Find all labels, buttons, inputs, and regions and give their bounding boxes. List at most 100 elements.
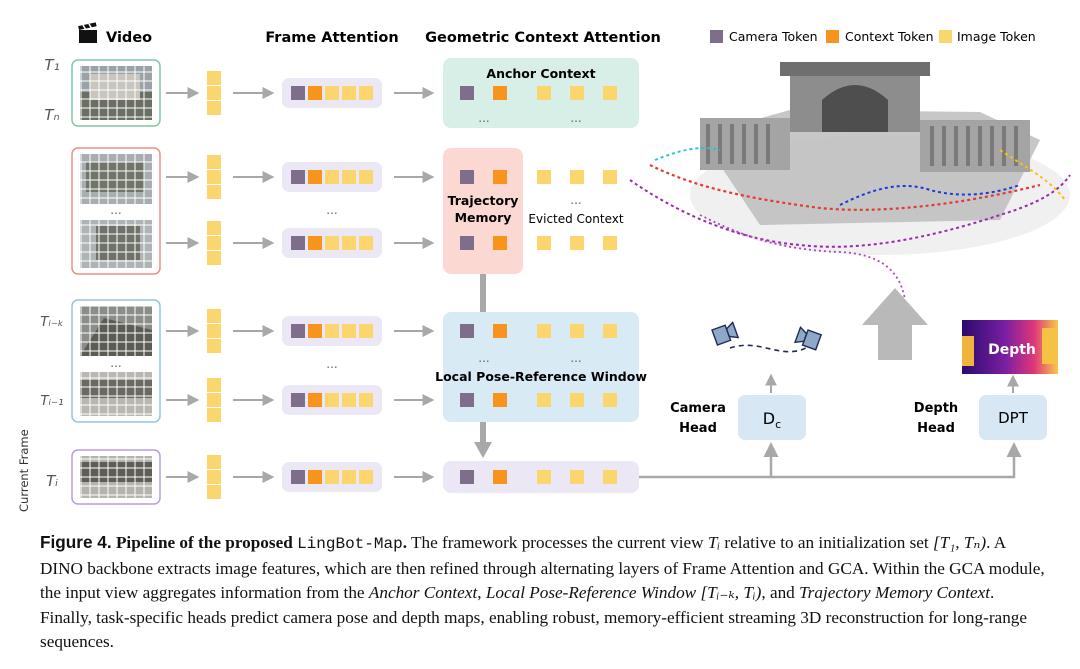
- camera-head-label-1: Camera: [670, 401, 726, 416]
- memory-to-window-connector: [480, 274, 486, 312]
- time-label-tn: Tₙ: [44, 106, 59, 124]
- ellipsis: ...: [326, 203, 337, 217]
- feature-image-token: [207, 251, 221, 265]
- gca-tokens: [460, 86, 617, 407]
- legend-camera-swatch: [710, 30, 723, 43]
- image-token: [603, 393, 617, 407]
- frame-thumbnail: [80, 154, 152, 204]
- pipeline-diagram: Video Frame Attention Geometric Context …: [17, 22, 1071, 512]
- camera-token: [291, 470, 305, 484]
- camera-token: [460, 86, 474, 100]
- ellipsis: ...: [570, 351, 581, 365]
- caption-s1b: relative to an initialization set: [724, 533, 929, 552]
- caption-var-ti: Tᵢ: [707, 533, 721, 552]
- legend-image-swatch: [939, 30, 952, 43]
- image-token: [359, 393, 373, 407]
- video-title: Video: [106, 30, 152, 46]
- image-token: [570, 324, 584, 338]
- context-token: [308, 393, 322, 407]
- camera-token: [460, 170, 474, 184]
- feature-image-token: [207, 309, 221, 323]
- ellipsis: ...: [570, 111, 581, 125]
- frame-thumbnail: [80, 456, 152, 498]
- camera-head-box: [738, 395, 806, 440]
- image-token: [342, 236, 356, 250]
- caption-comma: ,: [477, 583, 482, 602]
- caption-s2: . A DINO backbone extracts image feature…: [40, 533, 1045, 602]
- gca-title: Geometric Context Attention: [425, 30, 661, 46]
- image-token: [570, 470, 584, 484]
- feature-image-token: [207, 101, 221, 115]
- feature-image-token: [207, 455, 221, 469]
- feature-image-token: [207, 470, 221, 484]
- image-token: [537, 393, 551, 407]
- image-token: [603, 86, 617, 100]
- frame-thumbnail: [80, 66, 152, 120]
- memory-frames-border: [71, 147, 161, 275]
- init-frames-border: [71, 59, 161, 127]
- camera-token: [291, 86, 305, 100]
- context-token: [308, 236, 322, 250]
- current-gca-tokens: [460, 470, 617, 484]
- feature-image-token: [207, 393, 221, 407]
- token-rows: [166, 71, 435, 499]
- image-token: [570, 236, 584, 250]
- image-token: [342, 470, 356, 484]
- camera-head-box-label: Dc: [763, 409, 781, 431]
- camera-token: [291, 393, 305, 407]
- image-token: [537, 86, 551, 100]
- camera-token: [460, 470, 474, 484]
- context-token: [493, 393, 507, 407]
- ellipsis: ...: [478, 351, 489, 365]
- image-token: [603, 236, 617, 250]
- feature-image-token: [207, 86, 221, 100]
- local-window-panel: [443, 312, 639, 422]
- reconstruction-up-arrow: [862, 288, 928, 360]
- feature-image-token: [207, 170, 221, 184]
- video-icon: [78, 22, 97, 43]
- window-to-current-connector: [480, 422, 486, 442]
- ellipsis: ...: [110, 356, 121, 370]
- context-token: [493, 236, 507, 250]
- depth-head-box-label: DPT: [998, 409, 1029, 427]
- legend-image-label: Image Token: [957, 29, 1036, 44]
- reconstruction-point-cloud: [629, 62, 1071, 301]
- image-token: [537, 236, 551, 250]
- evicted-context-label: Evicted Context: [528, 212, 623, 226]
- feature-image-token: [207, 221, 221, 235]
- time-label-ti1: Tᵢ₋₁: [40, 393, 63, 409]
- figure-caption: Figure 4. Pipeline of the proposed LingB…: [40, 530, 1050, 655]
- ellipsis: ...: [478, 111, 489, 125]
- image-token: [603, 470, 617, 484]
- feature-image-token: [207, 236, 221, 250]
- ellipsis: ...: [326, 357, 337, 371]
- image-token: [342, 86, 356, 100]
- image-token: [325, 236, 339, 250]
- image-token: [325, 393, 339, 407]
- legend-camera-label: Camera Token: [729, 29, 818, 44]
- legend-context-swatch: [826, 30, 839, 43]
- current-frame-border: [71, 449, 161, 505]
- caption-model-name: LingBot-Map: [297, 535, 403, 553]
- caption-anchor: Anchor Context: [368, 583, 478, 602]
- time-label-tik: Tᵢ₋ₖ: [40, 314, 64, 330]
- window-frames-border: [71, 299, 161, 423]
- local-window-label: Local Pose-Reference Window: [435, 369, 647, 384]
- current-frame-label: Current Frame: [17, 429, 31, 512]
- caption-window-set: [Tᵢ₋ₖ, Tᵢ): [700, 583, 762, 602]
- caption-s3: , and: [761, 583, 795, 602]
- image-token: [359, 170, 373, 184]
- feature-image-token: [207, 408, 221, 422]
- image-token: [325, 170, 339, 184]
- ellipsis: ...: [570, 193, 581, 207]
- image-token: [359, 470, 373, 484]
- output-line-depth: [639, 442, 1022, 479]
- trajectory-memory-label-1: Trajectory: [448, 193, 519, 208]
- camera-token: [460, 324, 474, 338]
- frame-thumbnail: [80, 372, 152, 416]
- feature-image-token: [207, 339, 221, 353]
- depth-head-label-1: Depth: [914, 401, 958, 416]
- image-token: [342, 170, 356, 184]
- image-token: [570, 170, 584, 184]
- context-token: [308, 324, 322, 338]
